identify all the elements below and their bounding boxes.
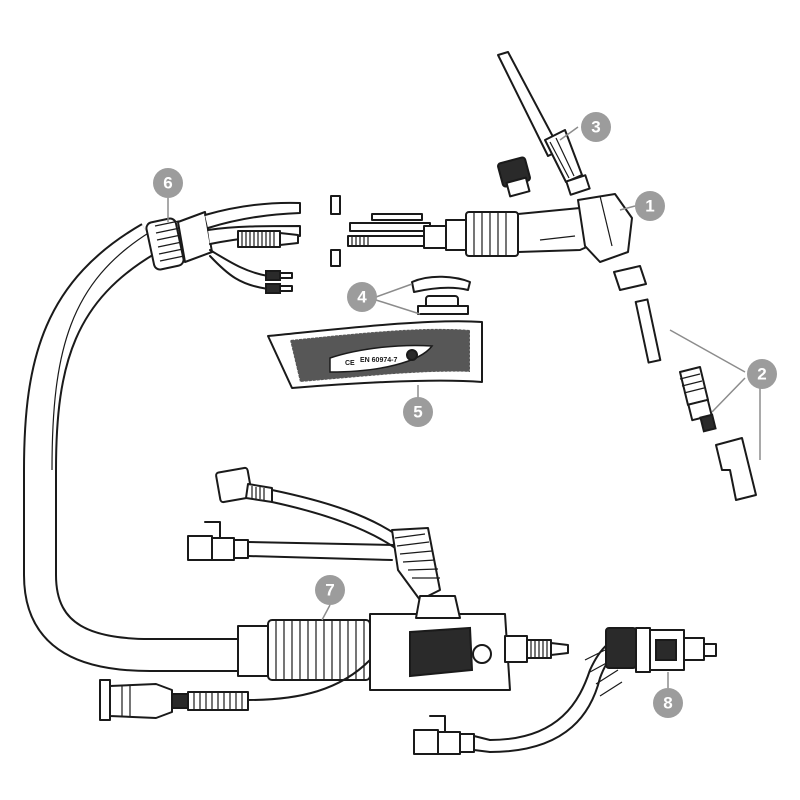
callout-5: 5 xyxy=(403,397,433,427)
rear-hoses xyxy=(187,466,441,601)
back-cap xyxy=(497,51,591,198)
handle-grip: CE EN 60974-7 xyxy=(267,320,483,389)
standard-label: EN 60974-7 xyxy=(360,357,397,364)
power-plug xyxy=(99,659,371,721)
callout-4: 4 xyxy=(347,282,377,312)
cable-split-end xyxy=(145,201,301,294)
svg-text:6: 6 xyxy=(163,174,172,193)
loose-pins xyxy=(330,195,341,267)
callout-8: 8 xyxy=(653,688,683,718)
svg-text:8: 8 xyxy=(663,694,672,713)
callout-2: 2 xyxy=(747,359,777,389)
callout-6: 6 xyxy=(153,168,183,198)
callout-1: 1 xyxy=(635,191,665,221)
ce-mark: CE xyxy=(345,360,355,367)
leader-lines xyxy=(167,126,761,688)
torch-body xyxy=(347,193,633,263)
svg-text:4: 4 xyxy=(357,288,367,307)
consumables xyxy=(613,265,757,501)
svg-text:1: 1 xyxy=(645,197,654,216)
svg-text:2: 2 xyxy=(757,365,766,384)
callout-7: 7 xyxy=(315,575,345,605)
callout-3: 3 xyxy=(581,112,611,142)
cable-hose xyxy=(23,223,270,672)
control-cable xyxy=(413,627,717,755)
svg-text:7: 7 xyxy=(325,581,334,600)
svg-text:3: 3 xyxy=(591,118,600,137)
svg-text:5: 5 xyxy=(413,403,422,422)
handle-inserts xyxy=(411,275,471,315)
central-connector xyxy=(237,595,569,691)
